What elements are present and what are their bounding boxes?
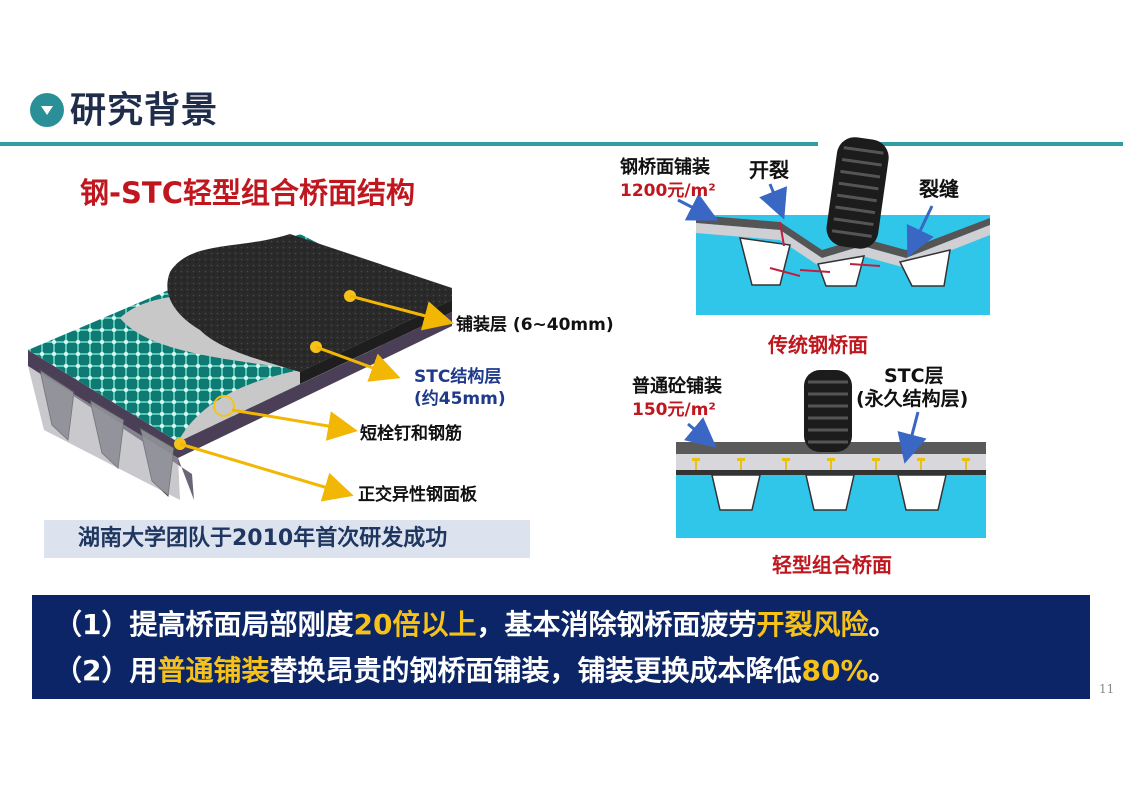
line1-highlight-crack-risk: 开裂风险 <box>756 608 869 641</box>
caption-composite-deck: 轻型组合桥面 <box>772 553 892 577</box>
arrow-paving-top <box>677 193 719 221</box>
line1-highlight-stiffness: 20倍以上 <box>353 608 477 641</box>
page-title: 研究背景 <box>70 90 219 131</box>
label-stc-layer-right: STC层 <box>884 365 944 387</box>
conclusion-line-2: （2）用普通铺装替换昂贵的钢桥面铺装，铺装更换成本降低80%。 <box>54 652 897 690</box>
line2-part-a: （2）用 <box>54 654 158 687</box>
line1-part-a: （1）提高桥面局部刚度 <box>54 608 354 641</box>
leader-studs <box>213 395 358 441</box>
tire-icon <box>826 137 889 249</box>
conclusion-line-1: （1）提高桥面局部刚度20倍以上，基本消除钢桥面疲劳开裂风险。 <box>54 606 897 644</box>
tire-icon-2 <box>804 370 852 452</box>
label-steel-deck: 正交异性钢面板 <box>358 485 477 505</box>
section-bullet <box>30 93 64 127</box>
steel-deck-plate <box>28 312 452 500</box>
down-triangle-icon <box>41 106 53 115</box>
line2-part-c: 替换昂贵的钢桥面铺装，铺装更换成本降低 <box>269 654 802 687</box>
origin-band <box>44 520 530 558</box>
label-crevice: 裂缝 <box>919 177 959 201</box>
label-steel-paving: 钢桥面铺装 <box>620 157 710 178</box>
header-rule-gap <box>818 140 842 148</box>
arrow-crevice <box>906 205 934 258</box>
origin-text: 湖南大学团队于2010年首次研发成功 <box>78 526 448 551</box>
paving-layer <box>167 234 452 372</box>
label-paving-layer: 铺装层 (6~40mm) <box>456 315 614 335</box>
label-stc-layer: STC结构层 <box>414 367 502 387</box>
arrow-paving-bottom <box>683 417 717 448</box>
label-studs-rebar: 短栓钉和钢筋 <box>360 424 462 444</box>
label-steel-paving-cost: 1200元/m² <box>620 181 716 201</box>
line2-part-e: 。 <box>868 654 897 687</box>
label-concrete-paving-cost: 150元/m² <box>632 400 716 420</box>
label-crack: 开裂 <box>749 158 789 182</box>
composite-deck-section <box>676 442 986 538</box>
label-permanent-layer: (永久结构层) <box>856 388 969 410</box>
conclusion-banner <box>32 595 1090 699</box>
line2-highlight-normal-paving: 普通铺装 <box>157 654 270 687</box>
label-stc-thickness: (约45mm) <box>414 389 506 409</box>
diagram-title: 钢-STC轻型组合桥面结构 <box>80 176 415 210</box>
leader-deck <box>174 438 354 502</box>
label-concrete-paving: 普通砼铺装 <box>632 376 722 397</box>
page-number: 11 <box>1099 682 1115 696</box>
line2-highlight-80pct: 80% <box>801 654 869 687</box>
caption-traditional-deck: 传统钢桥面 <box>768 333 868 357</box>
line1-part-e: 。 <box>868 608 897 641</box>
header-rule <box>0 142 1123 146</box>
arrow-stc <box>897 411 927 464</box>
arrow-crack <box>759 183 788 220</box>
leader-stc <box>310 341 401 382</box>
leader-paving <box>344 290 454 331</box>
line1-part-c: ，基本消除钢桥面疲劳 <box>476 608 757 641</box>
